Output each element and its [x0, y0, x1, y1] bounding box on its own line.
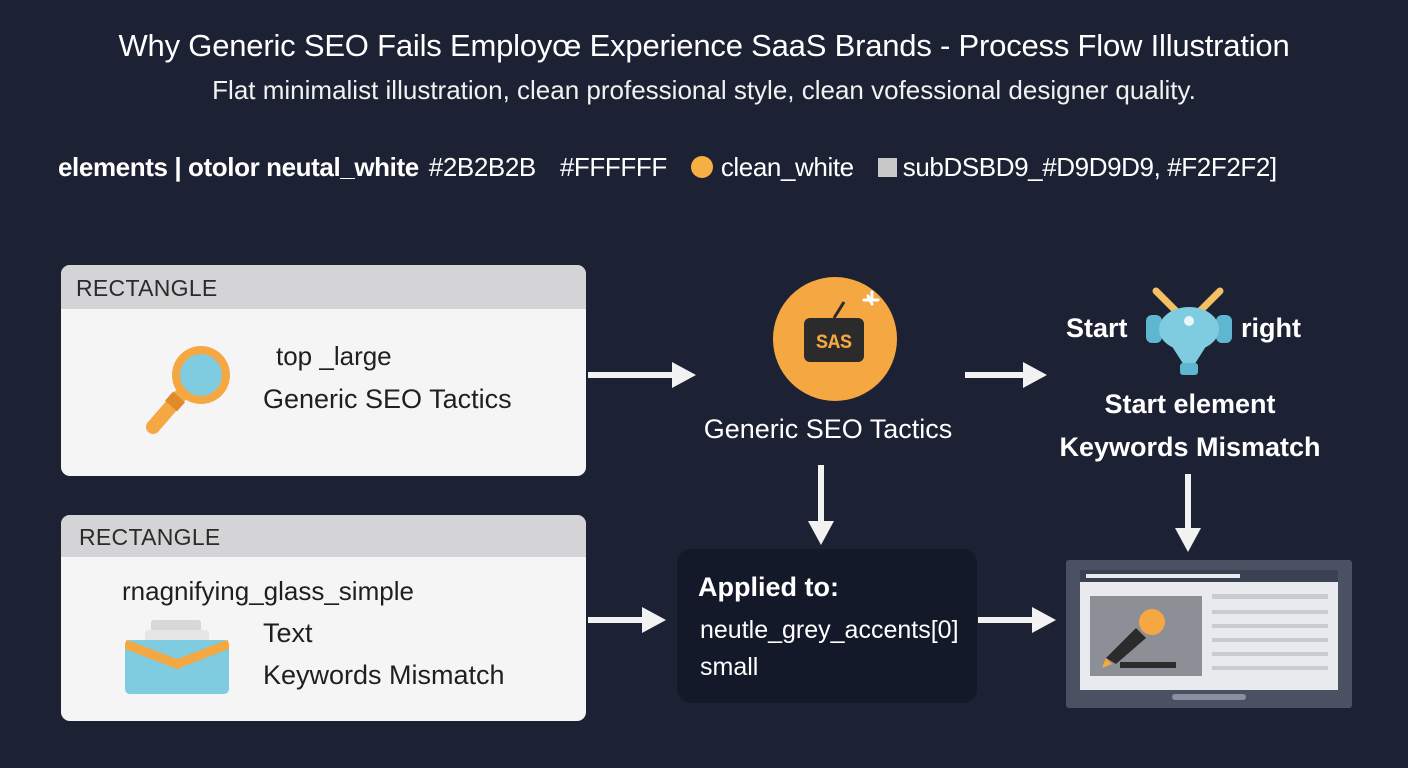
robot-label-2: Keywords Mismatch [1059, 432, 1321, 462]
legend-hex-2: #FFFFFF [559, 151, 667, 182]
legend-square-icon [877, 157, 897, 177]
saas-node-label: Generic SEO Tactics [703, 414, 953, 444]
envelope-icon [123, 618, 231, 699]
card-top: RECTANGLE top _large Generic SEO Tactics [61, 265, 586, 476]
robot-right-label: right [1241, 313, 1301, 343]
applied-line-1: neutle_grey_accents[0] [700, 616, 959, 644]
arrow-down-2 [1171, 474, 1205, 554]
legend-hex-1: #2B2B2B [428, 151, 536, 182]
robot-icon [1144, 285, 1234, 385]
page-title: Why Generic SEO Fails Employœ Experience… [118, 28, 1290, 63]
legend-item-1: clean_white [720, 151, 854, 182]
legend-dot-icon [690, 156, 713, 178]
applied-title: Applied to: [698, 572, 839, 602]
card-bottom-line-3: Keywords Mismatch [263, 660, 505, 690]
saas-badge-text: SAS [816, 332, 852, 355]
applied-line-2: small [700, 653, 759, 681]
page-subtitle: Flat minimalist illustration, clean prof… [212, 75, 1196, 105]
arrow-right-3 [588, 604, 668, 636]
applied-box: Applied to: neutle_grey_accents[0] small [677, 549, 977, 703]
saas-tag-icon: SAS [772, 276, 902, 407]
card-bottom-line-1: rnagnifying_glass_simple [122, 576, 414, 606]
robot-label-1: Start element [1104, 389, 1276, 419]
arrow-down-1 [804, 465, 838, 547]
arrow-right-1 [588, 359, 698, 391]
card-bottom: RECTANGLE rnagnifying_glass_simple Text … [61, 515, 586, 721]
color-legend: elements | otolor neutal_white #2B2B2B #… [58, 150, 1277, 184]
card-top-header: RECTANGLE [61, 265, 586, 309]
arrow-right-4 [978, 604, 1058, 636]
legend-lead: elements | otolor neutal_white [58, 151, 419, 182]
magnifying-glass-icon [143, 341, 239, 446]
card-top-line-1: top _large [276, 341, 392, 371]
legend-item-2: subDSBD9_#D9D9D9, #F2F2F2] [902, 151, 1277, 182]
robot-left-label: Start [1066, 313, 1128, 343]
card-bottom-header: RECTANGLE [61, 515, 586, 557]
arrow-right-2 [965, 359, 1049, 391]
card-top-line-2: Generic SEO Tactics [263, 384, 512, 414]
laptop-screen-icon [1066, 560, 1352, 713]
card-bottom-line-2: Text [263, 618, 313, 648]
